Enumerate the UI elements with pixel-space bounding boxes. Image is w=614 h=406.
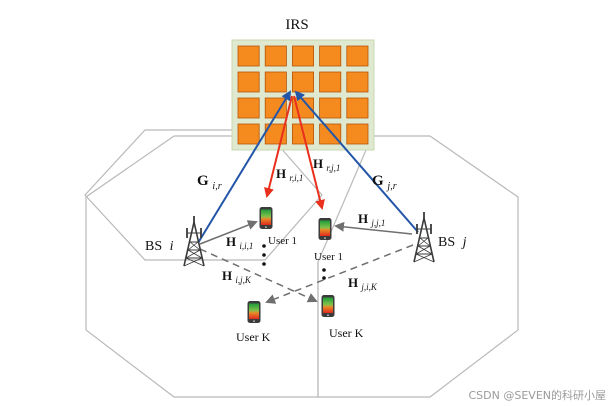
user-k-left-label: User K [236,330,271,344]
link-H-i-j-K [199,248,318,303]
user-k-right-phone-icon [321,295,335,317]
user-1-left-label: User 1 [268,235,297,247]
irs-title: IRS [285,17,308,33]
right-cell-outline [317,135,519,398]
irs-element [319,97,342,119]
cell-i-hexagon [84,129,323,261]
label-H-r-j-1: H r,j,1 [313,156,340,173]
bs-i-tower-icon [183,215,205,267]
irs-element [291,71,314,93]
irs-element [346,97,369,119]
irs-element [264,45,287,67]
irs-element [319,45,342,67]
link-H-r-j-1 [293,95,325,210]
irs-element [264,97,287,119]
link-H-j-j-1 [334,221,413,235]
ellipsis-right [322,268,326,280]
link-H-r-i-1 [264,95,293,198]
user-k-left-phone-icon [247,301,261,323]
user-1-right-phone-icon [318,218,332,240]
irs-element [237,45,260,67]
label-G-i-r: G i,r [197,173,222,192]
bs-j-label: BS j [438,235,467,250]
ellipsis-left [262,244,266,266]
irs-element [264,71,287,93]
user-k-right-label: User K [329,326,364,340]
irs-element [319,123,342,145]
label-H-i-j-K: H i,j,K [222,268,252,285]
user-1-left-phone-icon [259,207,273,229]
irs-element [346,45,369,67]
label-G-j-r: G j,r [372,173,397,192]
irs-element [237,123,260,145]
irs-element [291,45,314,67]
label-H-i-i-1: H i,i,1 [226,234,253,251]
link-H-i-i-1 [199,220,258,245]
link-H-j-i-K [265,244,414,304]
link-G-i-r [197,90,292,244]
irs-element-grid [237,45,369,145]
bs-j-tower-icon [413,211,435,263]
watermark-text: CSDN @SEVEN的科研小屋 [469,388,607,402]
irs-element [319,71,342,93]
label-H-j-j-1: H j,j,1 [358,211,385,228]
irs-element [237,97,260,119]
label-H-r-i-1: H r,i,1 [276,166,303,183]
bs-i-label: BS i [145,239,174,254]
irs-element [237,71,260,93]
irs-element [346,123,369,145]
irs-element [346,71,369,93]
label-H-j-i-K: H j,i,K [348,275,378,292]
link-G-j-r [294,90,419,233]
user-1-right-label: User 1 [314,251,343,263]
